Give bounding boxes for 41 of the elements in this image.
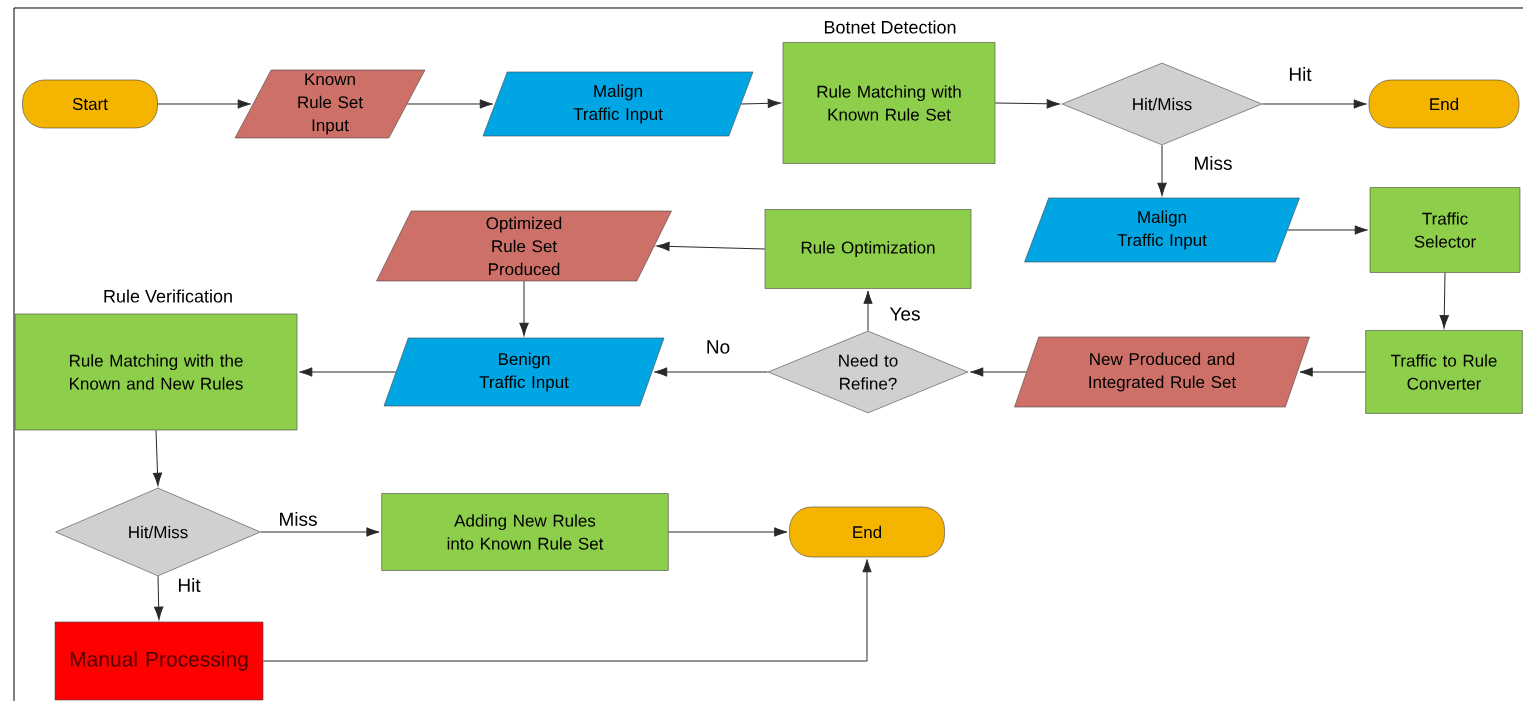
arrow — [1439, 272, 1449, 329]
arrow — [656, 241, 766, 252]
data-parallelogram: Known Rule Set Input — [234, 69, 426, 139]
arrow — [519, 280, 529, 336]
edge-label: Hit — [176, 577, 202, 593]
arrow — [157, 99, 251, 109]
process-box: Rule Matching with Known Rule Set — [782, 42, 996, 164]
edge-label: Yes — [888, 306, 922, 322]
arrow — [260, 527, 380, 537]
arrow — [262, 559, 872, 662]
heading: Rule Verification — [104, 289, 232, 303]
arrow — [863, 290, 873, 332]
process-box: Rule Matching with the Known and New Rules — [14, 313, 298, 431]
edge-label: Hit — [1287, 66, 1313, 82]
arrow — [740, 98, 781, 108]
arrow — [1287, 225, 1368, 235]
data-parallelogram: Malign Traffic Input — [482, 71, 754, 137]
data-parallelogram: Benign Traffic Input — [383, 337, 665, 407]
data-parallelogram: Malign Traffic Input — [1024, 197, 1300, 263]
process-box: Traffic to Rule Converter — [1365, 330, 1523, 414]
process-box: Adding New Rules into Known Rule Set — [381, 493, 669, 571]
arrow — [154, 575, 164, 620]
arrow — [970, 367, 1027, 377]
arrow — [1157, 144, 1167, 196]
process-box: Manual Processing — [54, 621, 264, 701]
arrow — [654, 367, 769, 377]
edge-label: No — [704, 339, 732, 355]
process-box: Traffic Selector — [1369, 187, 1521, 273]
arrow — [994, 99, 1060, 109]
process-box: Rule Optimization — [764, 209, 972, 289]
arrow — [406, 99, 493, 109]
arrow — [1261, 99, 1367, 109]
edge-label: Miss — [277, 511, 319, 527]
arrow — [299, 367, 397, 377]
edge-label: Miss — [1192, 155, 1234, 171]
arrow — [152, 429, 163, 486]
arrow — [668, 527, 788, 537]
heading: Botnet Detection — [824, 20, 956, 34]
data-parallelogram: Optimized Rule Set Produced — [376, 210, 672, 282]
arrow — [1299, 367, 1366, 377]
data-parallelogram: New Produced and Integrated Rule Set — [1014, 336, 1310, 408]
